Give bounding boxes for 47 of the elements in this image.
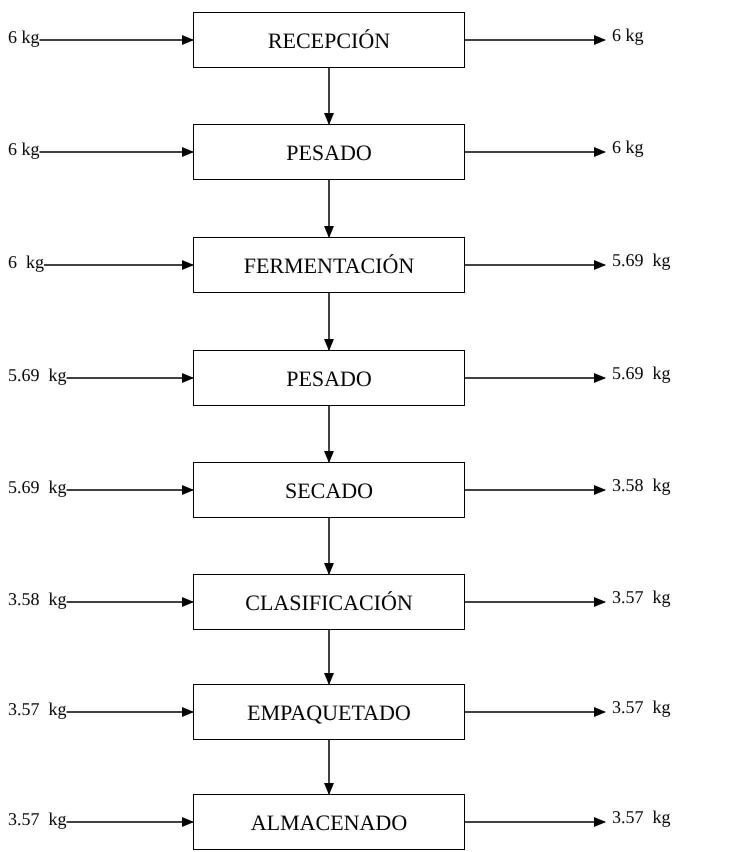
mass-label: 5.69 kg — [612, 362, 670, 384]
mass-label: 6 kg — [8, 26, 40, 48]
arrow — [465, 707, 606, 717]
process-box: RECEPCIÓN — [193, 12, 465, 68]
arrow — [66, 597, 194, 607]
arrow — [66, 707, 194, 717]
process-box: ALMACENADO — [193, 794, 465, 850]
arrow — [465, 817, 606, 827]
arrow — [324, 68, 334, 125]
arrow — [324, 180, 334, 238]
arrow — [66, 817, 194, 827]
arrow — [66, 485, 194, 495]
process-box: PESADO — [193, 124, 465, 180]
arrow — [324, 293, 334, 351]
arrow — [44, 260, 194, 270]
process-box: CLASIFICACIÓN — [193, 574, 465, 630]
mass-label: 5.69 kg — [8, 364, 66, 386]
arrow — [465, 147, 606, 157]
mass-label: 3.57 kg — [8, 808, 66, 830]
arrow — [465, 35, 606, 45]
process-box: SECADO — [193, 462, 465, 518]
mass-label: 3.57 kg — [612, 806, 670, 828]
arrow — [40, 147, 194, 157]
arrow — [40, 35, 194, 45]
mass-label: 3.58 kg — [612, 474, 670, 496]
mass-label: 6 kg — [612, 24, 644, 46]
mass-label: 6 kg — [612, 136, 644, 158]
mass-label: 6 kg — [8, 138, 40, 160]
mass-label: 3.57 kg — [8, 698, 66, 720]
arrow — [324, 740, 334, 795]
mass-label: 6 kg — [8, 251, 44, 274]
mass-label: 3.57 kg — [612, 696, 670, 718]
arrow — [465, 485, 606, 495]
mass-label: 5.69 kg — [612, 249, 670, 272]
mass-label: 5.69 kg — [8, 476, 66, 498]
process-box: FERMENTACIÓN — [193, 237, 465, 293]
mass-label: 3.58 kg — [8, 588, 66, 610]
arrow — [465, 260, 606, 270]
arrow — [66, 373, 194, 383]
arrow — [324, 406, 334, 463]
process-box: PESADO — [193, 350, 465, 406]
process-box: EMPAQUETADO — [193, 684, 465, 740]
mass-label: 3.57 kg — [612, 586, 670, 608]
arrow — [324, 518, 334, 575]
arrow — [465, 597, 606, 607]
arrow — [324, 630, 334, 685]
arrow — [465, 373, 606, 383]
